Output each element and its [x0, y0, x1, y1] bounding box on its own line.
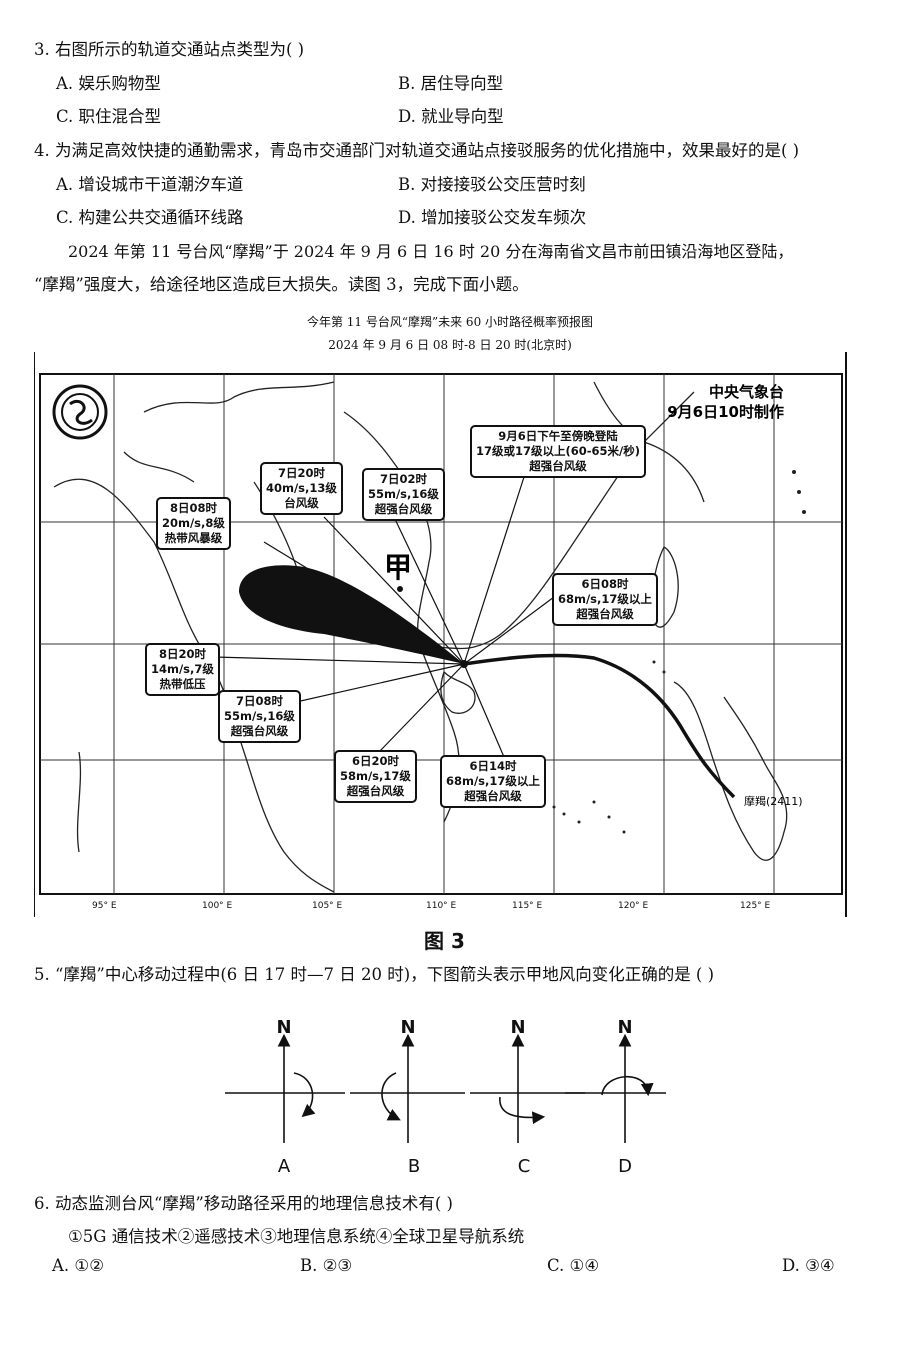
q3-option-b[interactable]: B. 居住导向型 [398, 74, 504, 93]
lon-label: 120° E [618, 901, 649, 911]
intro-line-1: 2024 年第 11 号台风“摩羯”于 2024 年 9 月 6 日 16 时 … [68, 242, 794, 261]
q6-option-d[interactable]: D. ③④ [782, 1256, 835, 1275]
figure-title: 今年第 11 号台风“摩羯”未来 60 小时路径概率预报图 [306, 315, 594, 329]
q6-items: ①5G 通信技术②遥感技术③地理信息系统④全球卫星导航系统 [68, 1227, 525, 1246]
intro-line-2: “摩羯”强度大，给途径地区造成巨大损失。读图 3，完成下面小题。 [34, 275, 529, 294]
choice-a-label: A [278, 1156, 291, 1177]
lon-label: 115° E [512, 901, 543, 911]
typhoon-track-map: 中央气象台 9月6日10时制作 甲 摩羯(2411) 95° E 100° E … [34, 352, 847, 917]
lon-label: 95° E [92, 901, 117, 911]
q4-option-d[interactable]: D. 增加接驳公交发车频次 [398, 208, 587, 227]
figure-subtitle: 2024 年 9 月 6 日 08 时-8 日 20 时(北京时) [328, 338, 572, 352]
north-label: N [276, 1017, 291, 1038]
q4-option-a[interactable]: A. 增设城市干道潮汐车道 [56, 175, 244, 194]
q3-option-d[interactable]: D. 就业导向型 [398, 107, 504, 126]
q3-option-a[interactable]: A. 娱乐购物型 [56, 74, 161, 93]
lon-label: 105° E [312, 901, 343, 911]
made-label: 9月6日10时制作 [667, 403, 784, 421]
lon-label: 125° E [740, 901, 771, 911]
figure-caption: 图 3 [424, 929, 465, 953]
agency-label: 中央气象台 [709, 383, 784, 401]
question-3-stem: 3. 右图所示的轨道交通站点类型为( ) [34, 40, 305, 59]
question-6-stem: 6. 动态监测台风“摩羯”移动路径采用的地理信息技术有( ) [34, 1194, 453, 1213]
q6-option-c[interactable]: C. ①④ [547, 1256, 600, 1275]
q4-option-b[interactable]: B. 对接接驳公交压营时刻 [398, 175, 586, 194]
north-label: N [617, 1017, 632, 1038]
question-5-stem: 5. “摩羯”中心移动过程中(6 日 17 时—7 日 20 时)，下图箭头表示… [34, 965, 715, 984]
north-label: N [510, 1017, 525, 1038]
q6-option-a[interactable]: A. ①② [52, 1256, 104, 1275]
wind-direction-diagrams: N N N N A B C D [225, 1017, 666, 1177]
lon-label: 110° E [426, 901, 457, 911]
q3-option-c[interactable]: C. 职住混合型 [56, 107, 162, 126]
q6-option-b[interactable]: B. ②③ [300, 1256, 353, 1275]
q4-option-c[interactable]: C. 构建公共交通循环线路 [56, 208, 244, 227]
choice-b-label: B [408, 1156, 420, 1177]
choice-c-label: C [518, 1156, 531, 1177]
place-jia-label: 甲 [384, 551, 412, 584]
lon-label: 100° E [202, 901, 233, 911]
choice-d-label: D [618, 1156, 632, 1177]
north-label: N [400, 1017, 415, 1038]
question-4-stem: 4. 为满足高效快捷的通勤需求，青岛市交通部门对轨道交通站点接驳服务的优化措施中… [34, 141, 800, 160]
typhoon-name-label: 摩羯(2411) [744, 794, 803, 808]
